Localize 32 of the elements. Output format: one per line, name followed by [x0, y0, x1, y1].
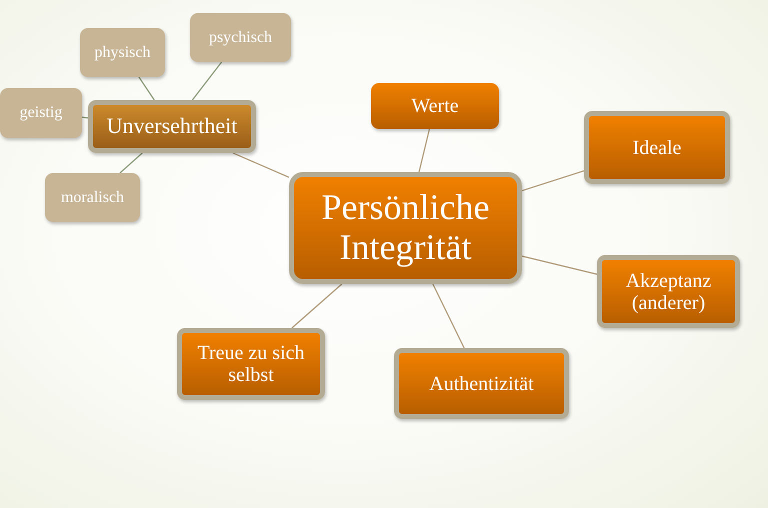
topic-label: physisch [94, 44, 150, 62]
topic-label: moralisch [60, 188, 124, 206]
connector-line [138, 76, 155, 100]
topic-box [0, 88, 82, 138]
topic-box [88, 100, 256, 153]
topic-label: Unversehrtheit [106, 114, 238, 139]
topic-box [80, 28, 165, 77]
topic-label: Treue zu sich selbst [196, 342, 306, 386]
topic-box [394, 348, 569, 419]
topic-label: Ideale [632, 136, 682, 158]
connector-line [232, 152, 290, 178]
topic-box [371, 83, 499, 129]
central-topic-box [289, 172, 522, 284]
topic-label: Authentizität [429, 372, 534, 394]
connector-line [292, 284, 342, 328]
topic-label: Akzeptanz (anderer) [624, 270, 712, 314]
connector-line [522, 256, 598, 275]
topic-label: Werte [411, 95, 459, 117]
topic-box [597, 255, 740, 328]
topic-label: geistig [20, 104, 62, 122]
connector-line [120, 152, 143, 174]
connector-line [418, 128, 430, 172]
connector-line [432, 284, 465, 348]
topic-box [584, 111, 730, 184]
connector-line [522, 170, 584, 192]
topic-box [177, 328, 325, 400]
topic-box [190, 13, 291, 62]
topic-label: Persönliche Integrität [320, 188, 490, 268]
connector-line [82, 116, 88, 118]
topic-label: psychisch [208, 28, 272, 46]
topic-box [45, 173, 140, 222]
connector-line [192, 62, 222, 100]
